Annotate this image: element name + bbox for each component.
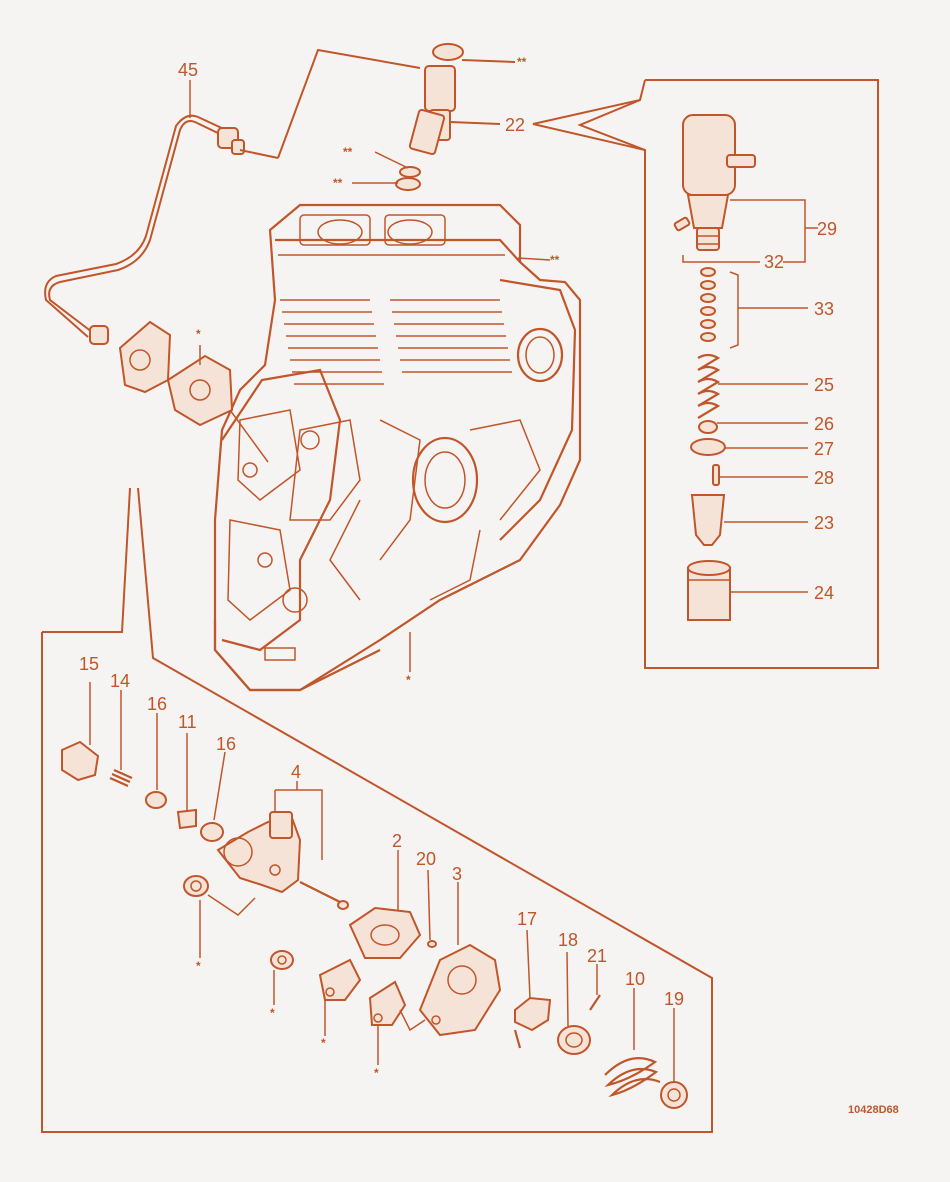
label-32: 32 bbox=[764, 252, 784, 272]
engine-crankcase bbox=[118, 203, 582, 692]
drawing-code: 10428D68 bbox=[848, 1104, 899, 1116]
label-21: 21 bbox=[587, 946, 607, 966]
injector-top bbox=[352, 43, 516, 191]
label-25: 25 bbox=[814, 375, 834, 395]
fuel-pipe-45 bbox=[44, 48, 421, 345]
label-45: 45 bbox=[178, 60, 198, 80]
label-23: 23 bbox=[814, 513, 834, 533]
label-15: 15 bbox=[79, 654, 99, 674]
pipe-nut-bottom bbox=[89, 325, 109, 345]
marker-double-4: ** bbox=[550, 253, 560, 267]
injector-detail-frame bbox=[532, 79, 879, 669]
label-4: 4 bbox=[291, 762, 301, 782]
label-2: 2 bbox=[392, 831, 402, 851]
label-27: 27 bbox=[814, 439, 834, 459]
marker-double-2: ** bbox=[343, 145, 353, 159]
label-3: 3 bbox=[452, 864, 462, 884]
label-29: 29 bbox=[817, 219, 837, 239]
marker-single-1: * bbox=[196, 327, 201, 341]
injector-exploded bbox=[673, 114, 818, 621]
marker-single-4: * bbox=[270, 1006, 275, 1020]
label-10: 10 bbox=[625, 969, 645, 989]
marker-double-1: ** bbox=[517, 55, 527, 69]
marker-single-2: * bbox=[406, 673, 411, 687]
label-26: 26 bbox=[814, 414, 834, 434]
marker-double-3: ** bbox=[333, 176, 343, 190]
label-22: 22 bbox=[505, 115, 525, 135]
marker-single-5: * bbox=[321, 1036, 326, 1050]
engine-leaders bbox=[199, 257, 551, 672]
label-11: 11 bbox=[178, 712, 197, 732]
label-17: 17 bbox=[517, 909, 537, 929]
label-16-a: 16 bbox=[147, 694, 167, 714]
label-16-b: 16 bbox=[216, 734, 236, 754]
label-14: 14 bbox=[110, 671, 130, 691]
label-18: 18 bbox=[558, 930, 578, 950]
marker-single-6: * bbox=[374, 1066, 379, 1080]
label-33: 33 bbox=[814, 299, 834, 319]
marker-single-3: * bbox=[196, 959, 201, 973]
oil-pump-exploded bbox=[61, 682, 688, 1109]
label-28: 28 bbox=[814, 468, 834, 488]
label-24: 24 bbox=[814, 583, 834, 603]
label-20: 20 bbox=[416, 849, 436, 869]
label-19: 19 bbox=[664, 989, 684, 1009]
lube-pump-detail-frame bbox=[41, 487, 713, 1133]
